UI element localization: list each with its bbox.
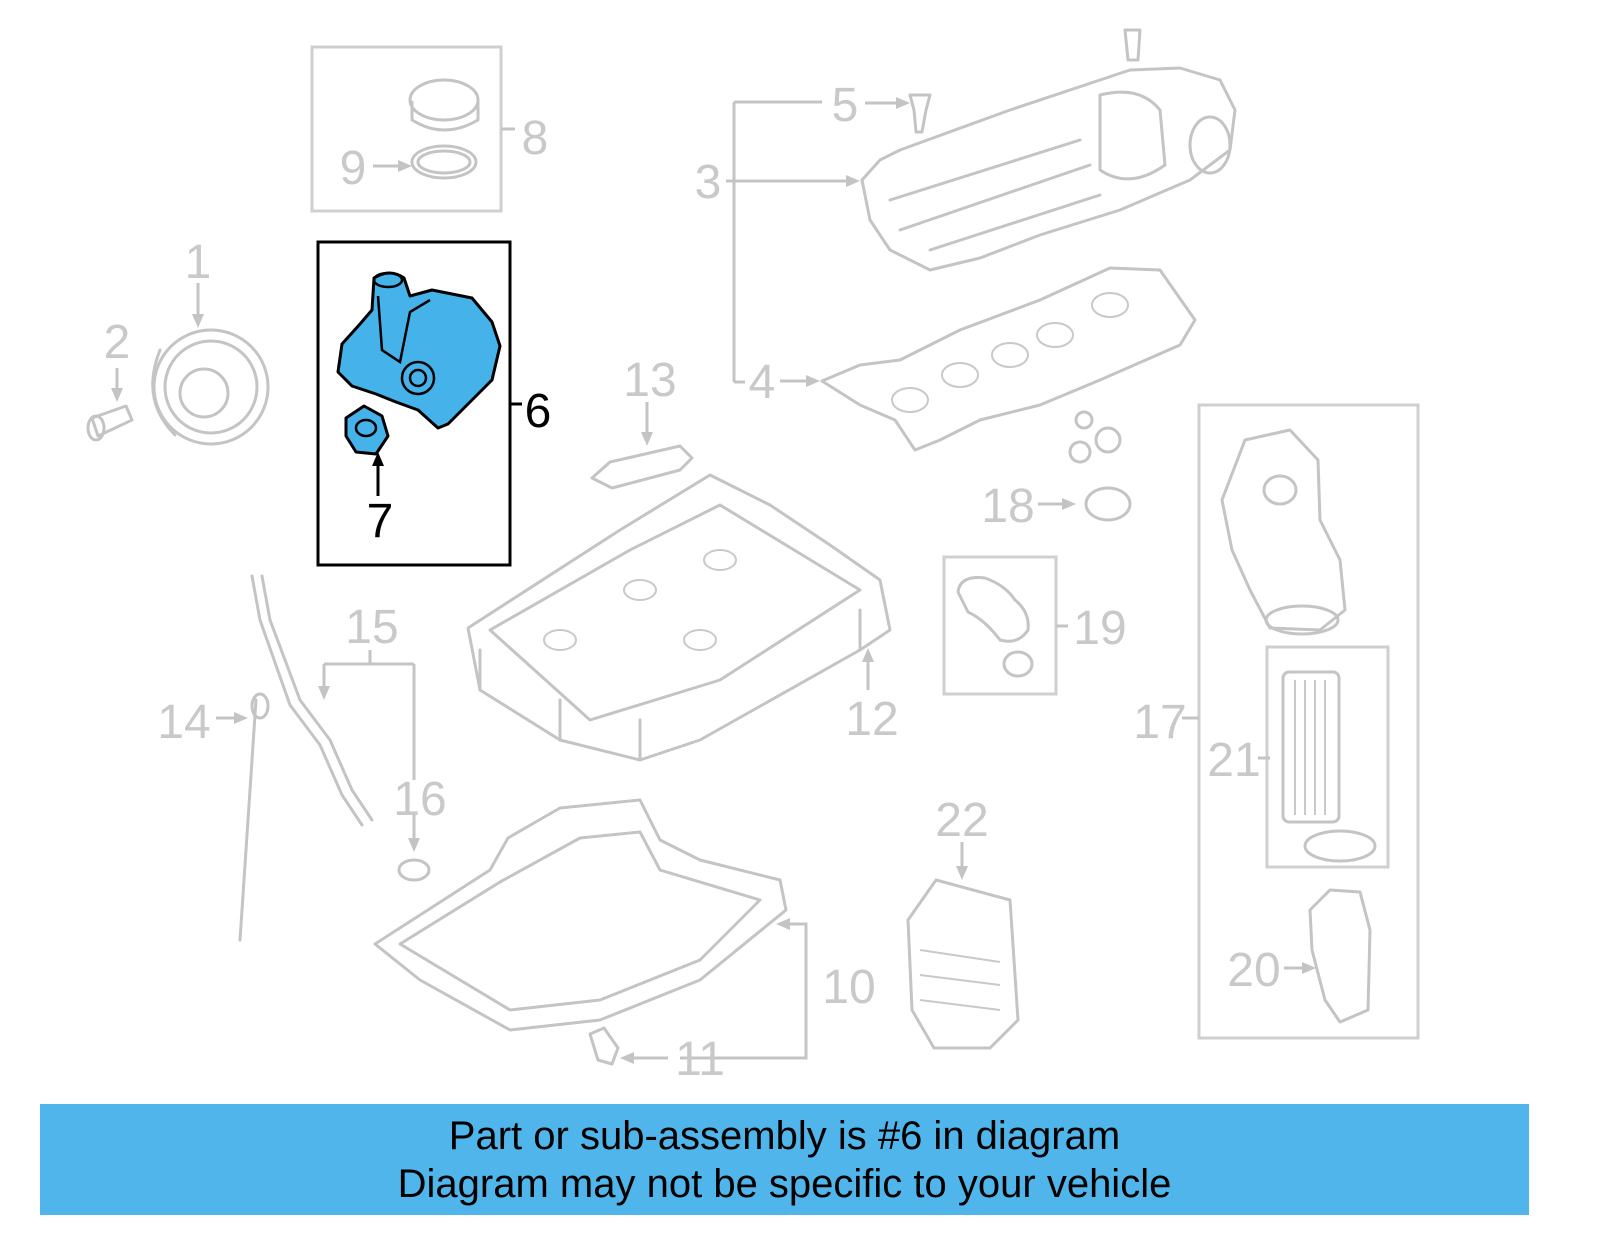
info-banner: Part or sub-assembly is #6 in diagram Di… (40, 1104, 1529, 1215)
valve-cover-bolt (908, 93, 932, 134)
dipstick-part (238, 698, 258, 942)
callout-20[interactable]: 20 (1227, 944, 1280, 997)
valve-cover-gasket (820, 266, 1197, 452)
valve-cover-group (726, 28, 1237, 452)
upper-oil-pan-group (466, 473, 892, 762)
banner-line-1: Part or sub-assembly is #6 in diagram (448, 1113, 1121, 1158)
callout-22[interactable]: 22 (935, 794, 988, 847)
pulley-part (152, 328, 270, 446)
oil-filler-cap-group (310, 45, 515, 213)
filter-cap-part (1308, 888, 1372, 1024)
filter-housing-part (1220, 428, 1347, 632)
timing-cover-part[interactable] (336, 271, 502, 430)
oil-cooler-group (906, 842, 1020, 1050)
callout-12[interactable]: 12 (845, 693, 898, 746)
filler-cap-part (408, 78, 480, 122)
lower-oil-pan-part (373, 798, 788, 1032)
callout-11[interactable]: 11 (675, 1033, 725, 1086)
callout-18[interactable]: 18 (981, 480, 1034, 533)
callout-9[interactable]: 9 (340, 142, 367, 195)
filler-cap-body (410, 98, 480, 132)
callout-19[interactable]: 19 (1073, 602, 1126, 655)
seal-ring-inner (416, 149, 472, 175)
bolt-part (90, 404, 134, 438)
callout-labels: 1 2 3 4 5 6 7 8 9 10 11 12 13 14 15 16 1… (104, 79, 1281, 1086)
callout-3[interactable]: 3 (695, 156, 722, 209)
callout-1[interactable]: 1 (185, 236, 212, 289)
gasket-set-group (942, 555, 1068, 696)
callout-7[interactable]: 7 (367, 495, 394, 548)
callout-4[interactable]: 4 (749, 356, 776, 409)
pulley-group (86, 283, 270, 446)
dipstick-group (216, 574, 431, 942)
callout-8[interactable]: 8 (522, 112, 549, 165)
lower-oil-pan-group (373, 798, 808, 1066)
seal-part[interactable] (344, 404, 390, 456)
group-box-19 (942, 555, 1058, 696)
valve-cover-part (860, 66, 1237, 272)
callout-13[interactable]: 13 (623, 354, 676, 407)
callout-14[interactable]: 14 (157, 696, 210, 749)
drain-plug-part (588, 1026, 620, 1066)
callout-2[interactable]: 2 (104, 316, 131, 369)
seal-ring-part (410, 144, 478, 180)
selected-timing-cover-group (316, 240, 522, 567)
dipstick-tube-part (260, 574, 374, 822)
dipstick-seal-part (397, 858, 431, 882)
upper-oil-pan-part (466, 473, 892, 762)
callout-16[interactable]: 16 (393, 773, 446, 826)
callout-17[interactable]: 17 (1133, 696, 1186, 749)
callout-6[interactable]: 6 (525, 385, 552, 438)
oil-cooler-part (906, 878, 1020, 1050)
group-box-17 (1197, 403, 1420, 1040)
sealant-tube-part (590, 444, 694, 490)
callout-10[interactable]: 10 (822, 961, 875, 1014)
sealant-group (590, 402, 694, 490)
banner-line-2: Diagram may not be specific to your vehi… (397, 1161, 1172, 1206)
filter-element-part (1281, 670, 1341, 824)
gasket-part (956, 576, 1030, 643)
callout-21[interactable]: 21 (1207, 734, 1260, 787)
callout-15[interactable]: 15 (345, 601, 398, 654)
group-box-21 (1265, 645, 1390, 869)
oil-filter-group (1182, 403, 1420, 1040)
o-ring-part (1084, 486, 1132, 522)
callout-5[interactable]: 5 (832, 79, 859, 132)
o-ring-group (1038, 410, 1132, 522)
